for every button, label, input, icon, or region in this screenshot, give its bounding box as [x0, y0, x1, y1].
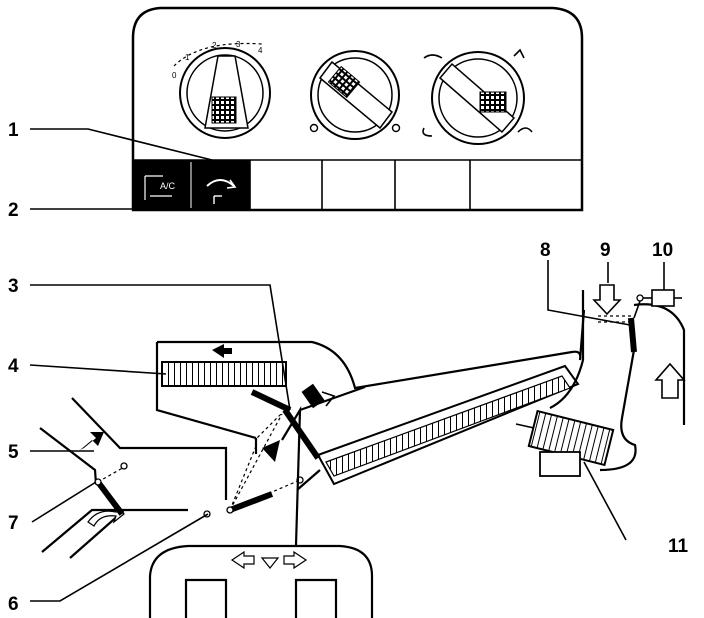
recirculation-icon: [206, 179, 235, 187]
callout-11: 11: [668, 536, 689, 557]
callout-8: 8: [540, 240, 551, 261]
callout-4: 4: [8, 356, 19, 377]
callout-3: 3: [8, 276, 19, 297]
fan-scale-0: 0: [172, 71, 177, 80]
recirculation-button[interactable]: [206, 179, 237, 204]
bottom-outlet-arrows-icon: [230, 550, 308, 570]
recirculated-air-arrow-up-icon: [654, 362, 686, 399]
fan-speed-dial[interactable]: 0 1 2 3 4: [172, 40, 271, 139]
fresh-recirc-flap: [628, 317, 637, 353]
footwell-arrow-icon: [87, 504, 125, 527]
callout-7: 7: [8, 513, 19, 534]
defrost-footwell-icon: [517, 127, 533, 133]
defrost-flap: [250, 389, 292, 413]
ac-button[interactable]: A/C: [144, 175, 176, 200]
fan-scale-4: 4: [258, 46, 263, 55]
windscreen-icon: [423, 54, 443, 59]
fresh-air-intake-duct: [549, 290, 585, 409]
defrost-arrow-icon: [212, 344, 232, 358]
fresh-air-arrow-down-icon: [592, 284, 622, 316]
temperature-flap: [282, 408, 321, 460]
footwell-icon: [513, 48, 525, 59]
callout-6: 6: [8, 594, 19, 615]
bottom-outlet-duct: [148, 544, 374, 618]
fan-scale-2: 2: [212, 41, 217, 50]
face-vent-icon: [422, 127, 433, 137]
heater-core: [161, 361, 287, 387]
callout-2: 2: [8, 200, 19, 221]
callout-leaders: [29, 128, 665, 602]
ac-recirc-buttons: [133, 160, 250, 210]
air-distribution-dial[interactable]: [422, 48, 533, 145]
callout-9: 9: [600, 240, 611, 261]
fan-scale-1: 1: [185, 53, 190, 62]
air-distribution-housing: [39, 284, 686, 618]
fan-scale-3: 3: [236, 40, 241, 49]
callout-5: 5: [8, 442, 19, 463]
temperature-dial[interactable]: [309, 50, 401, 140]
callout-10: 10: [652, 240, 673, 261]
face-vent-flap: [95, 480, 125, 516]
outlet-arrow-up-icon: [80, 432, 104, 450]
left-outlet-duct: [71, 397, 228, 500]
control-panel: 0 1 2 3 4: [131, 6, 584, 212]
callout-1: 1: [8, 120, 19, 141]
temperature-flap-arrow: [301, 383, 325, 409]
upper-housing: [157, 309, 586, 390]
vacuum-actuator: [633, 289, 682, 319]
ac-button-label: A/C: [160, 181, 176, 191]
